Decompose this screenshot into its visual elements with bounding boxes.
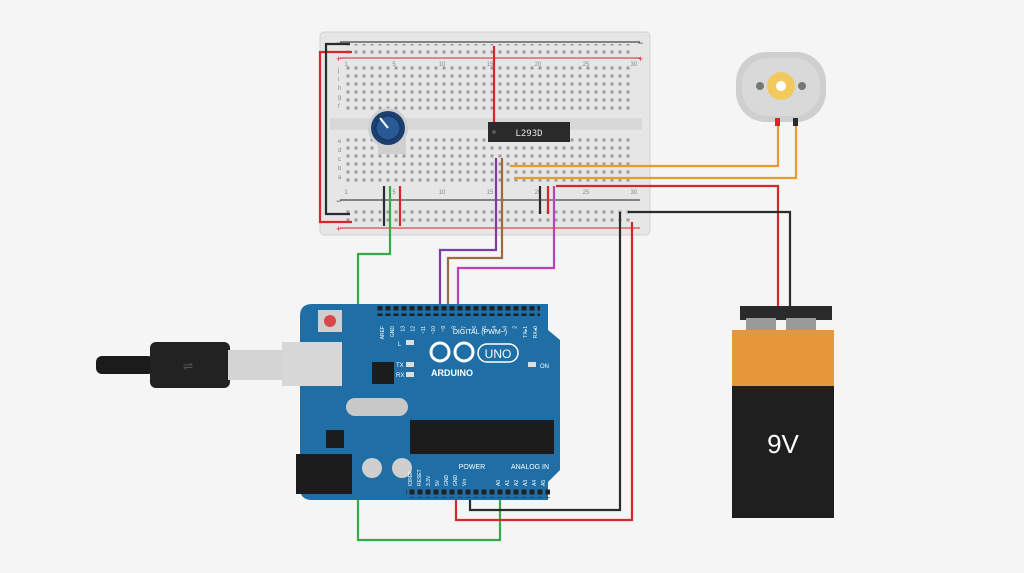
digital-pin-label: ~3	[502, 326, 508, 332]
digital-pin-label: ~11	[421, 326, 427, 334]
arduino-uno[interactable]: ARDUINO UNO DIGITAL (PWM~) POWER ANALOG …	[282, 304, 560, 500]
rail-minus-bottom: −	[336, 196, 341, 206]
usb-icon: ⇌	[183, 359, 193, 373]
power-pin-label: 3.3V	[426, 475, 432, 486]
digital-pin-label: 4	[492, 326, 498, 329]
digital-pin-label: TX▸1	[523, 326, 529, 338]
column-number: 1	[344, 62, 348, 68]
tx-label: TX	[396, 363, 404, 369]
analog-pin-label: A4	[532, 480, 538, 486]
column-number: 5	[392, 190, 396, 196]
usb-cable: ⇌	[96, 342, 288, 388]
rail-minus-right: −	[638, 38, 643, 48]
digital-pin-label: GND	[390, 326, 396, 338]
analog-pin-label: A2	[514, 480, 520, 486]
analog-header-label: ANALOG IN	[511, 464, 549, 471]
wire-red-arduino	[454, 222, 634, 522]
column-number: 10	[439, 190, 446, 196]
battery-label: 9V	[767, 429, 799, 459]
digital-pin-label: ~6	[472, 326, 478, 332]
logo-text: ARDUINO	[431, 368, 473, 378]
on-label: ON	[540, 364, 549, 370]
digital-pin-label: ~9	[441, 326, 447, 332]
9v-battery[interactable]: 9V	[732, 306, 834, 518]
digital-pin-labels: AREF GND 13 12 ~11 ~10 ~9 8 7 ~6 ~5 4 ~3 2 TX▸1 RX◂0	[380, 326, 539, 340]
wire-battery-red	[556, 184, 780, 306]
digital-pin-label: 2	[513, 326, 519, 329]
model-text: UNO	[485, 347, 512, 361]
column-number: 25	[583, 190, 590, 196]
wire-battery-black	[628, 210, 792, 306]
column-number: 15	[487, 62, 494, 68]
wire-orange-2	[514, 122, 798, 180]
row-letter: g	[338, 95, 341, 101]
rail-plus-bottom: +	[336, 224, 341, 234]
analog-pin-label: A1	[505, 480, 511, 486]
digital-header-label: DIGITAL (PWM~)	[453, 329, 507, 336]
digital-pin-label: 8	[451, 326, 457, 329]
column-number: 30	[631, 190, 638, 196]
row-letter: d	[338, 148, 341, 154]
wire-magenta	[456, 186, 556, 312]
analog-pin-label: A3	[523, 480, 529, 486]
row-letter: h	[338, 86, 341, 92]
digital-pin-label: AREF	[380, 326, 386, 339]
row-letter: c	[338, 157, 341, 163]
power-pin-label: RESET	[417, 469, 423, 486]
l293d-chip[interactable]: L293D	[488, 122, 570, 142]
column-number: 15	[487, 190, 494, 196]
power-pin-label: GND	[453, 475, 459, 487]
digital-pin-label: ~10	[431, 326, 437, 335]
row-letter: a	[338, 175, 342, 181]
row-letter: i	[338, 77, 339, 83]
row-letter: f	[338, 104, 340, 110]
chip-label: L293D	[515, 129, 542, 139]
digital-pin-label: 13	[400, 326, 406, 332]
arduino-logo: ARDUINO UNO	[429, 341, 519, 378]
column-number: 1	[344, 190, 348, 196]
wire-orange-1	[510, 122, 780, 168]
wire-purple	[438, 158, 498, 312]
potentiometer[interactable]	[368, 108, 408, 154]
rail-plus-top: +	[336, 54, 341, 64]
wire-black-arduino	[468, 212, 622, 512]
rx-label: RX	[396, 373, 404, 379]
analog-pin-label: A5	[541, 480, 547, 486]
digital-pin-label: 7	[462, 326, 468, 329]
wire-rail-black-left	[324, 42, 350, 216]
power-pin-label: GND	[444, 475, 450, 487]
l-label: L	[398, 342, 402, 348]
digital-pin-label: ~5	[482, 326, 488, 332]
analog-pin-label: A0	[496, 480, 502, 486]
power-pin-label: Vin	[462, 479, 468, 486]
column-number: 30	[631, 62, 638, 68]
row-letter: j	[337, 68, 339, 74]
column-number: 5	[392, 62, 396, 68]
digital-pin-label: 12	[411, 326, 417, 332]
power-header-label: POWER	[459, 464, 485, 471]
power-pin-label: IOREF	[408, 471, 414, 486]
row-letter: b	[338, 166, 342, 172]
column-number: 25	[583, 62, 590, 68]
wire-brown	[446, 158, 504, 312]
column-number: 10	[439, 62, 446, 68]
digital-pin-label: RX◂0	[533, 326, 539, 338]
rail-plus-right: +	[638, 54, 643, 64]
power-pin-label: 5V	[435, 479, 441, 486]
column-number: 20	[535, 190, 542, 196]
wires	[318, 42, 798, 542]
column-number: 20	[535, 62, 542, 68]
dc-motor[interactable]	[736, 52, 826, 126]
row-letter: e	[338, 139, 342, 145]
wire-rail-red-left	[318, 50, 352, 224]
